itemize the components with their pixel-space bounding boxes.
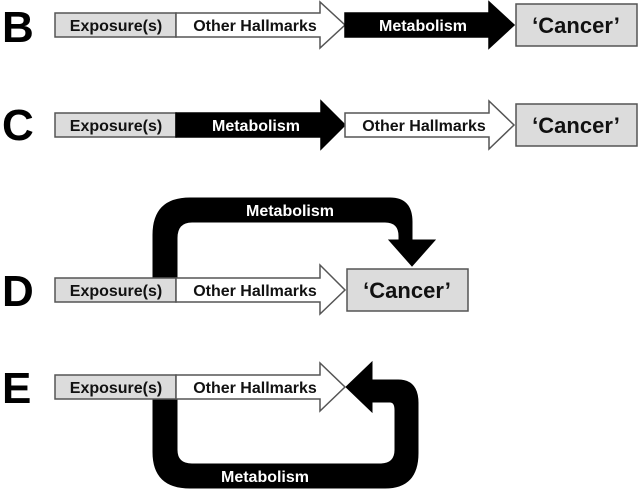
row-e: E Exposure(s) Other Hallmarks Metabolism: [2, 360, 419, 489]
row-label-e: E: [2, 364, 31, 413]
other-hallmarks-arrow-b: [175, 0, 347, 50]
exposure-text-c: Exposure(s): [70, 118, 162, 135]
other-hallmarks-arrow-e: [175, 361, 347, 413]
metabolism-arrow-c: [175, 99, 347, 151]
other-hallmarks-text-d: Other Hallmarks: [193, 283, 317, 300]
cancer-box-d: [346, 268, 469, 312]
exposure-text-b: Exposure(s): [70, 18, 162, 35]
row-d: D Metabolism Exposure(s) Other Hallmarks…: [2, 197, 469, 316]
exposure-text-e: Exposure(s): [70, 380, 162, 397]
metabolism-text-b: Metabolism: [379, 18, 467, 35]
other-hallmarks-arrow-d: [175, 263, 347, 316]
metabolism-loop-arrow-d: [152, 197, 437, 279]
other-hallmarks-arrow-c: [344, 99, 516, 151]
other-hallmarks-text-c: Other Hallmarks: [362, 118, 486, 135]
exposure-text-d: Exposure(s): [70, 283, 162, 300]
cancer-text-b: ‘Cancer’: [532, 13, 620, 38]
other-hallmarks-text-e: Other Hallmarks: [193, 380, 317, 397]
metabolism-text-d: Metabolism: [246, 203, 334, 220]
other-hallmarks-text-b: Other Hallmarks: [193, 18, 317, 35]
cancer-box-b: [515, 3, 638, 47]
row-c: C Exposure(s) Metabolism Other Hallmarks…: [2, 99, 638, 151]
metabolism-text-e: Metabolism: [221, 469, 309, 486]
metabolism-text-c: Metabolism: [212, 118, 300, 135]
row-b: B Exposure(s) Other Hallmarks Metabolism…: [2, 0, 638, 52]
exposure-box-d: [54, 277, 177, 303]
row-label-d: D: [2, 267, 34, 316]
cancer-box-c: [515, 103, 638, 147]
exposure-box-b: [54, 12, 177, 38]
row-label-b: B: [2, 3, 34, 52]
exposure-box-e: [54, 374, 177, 400]
row-label-c: C: [2, 101, 34, 150]
cancer-text-c: ‘Cancer’: [532, 113, 620, 138]
cancer-text-d: ‘Cancer’: [363, 278, 451, 303]
metabolism-arrow-b: [344, 0, 516, 50]
